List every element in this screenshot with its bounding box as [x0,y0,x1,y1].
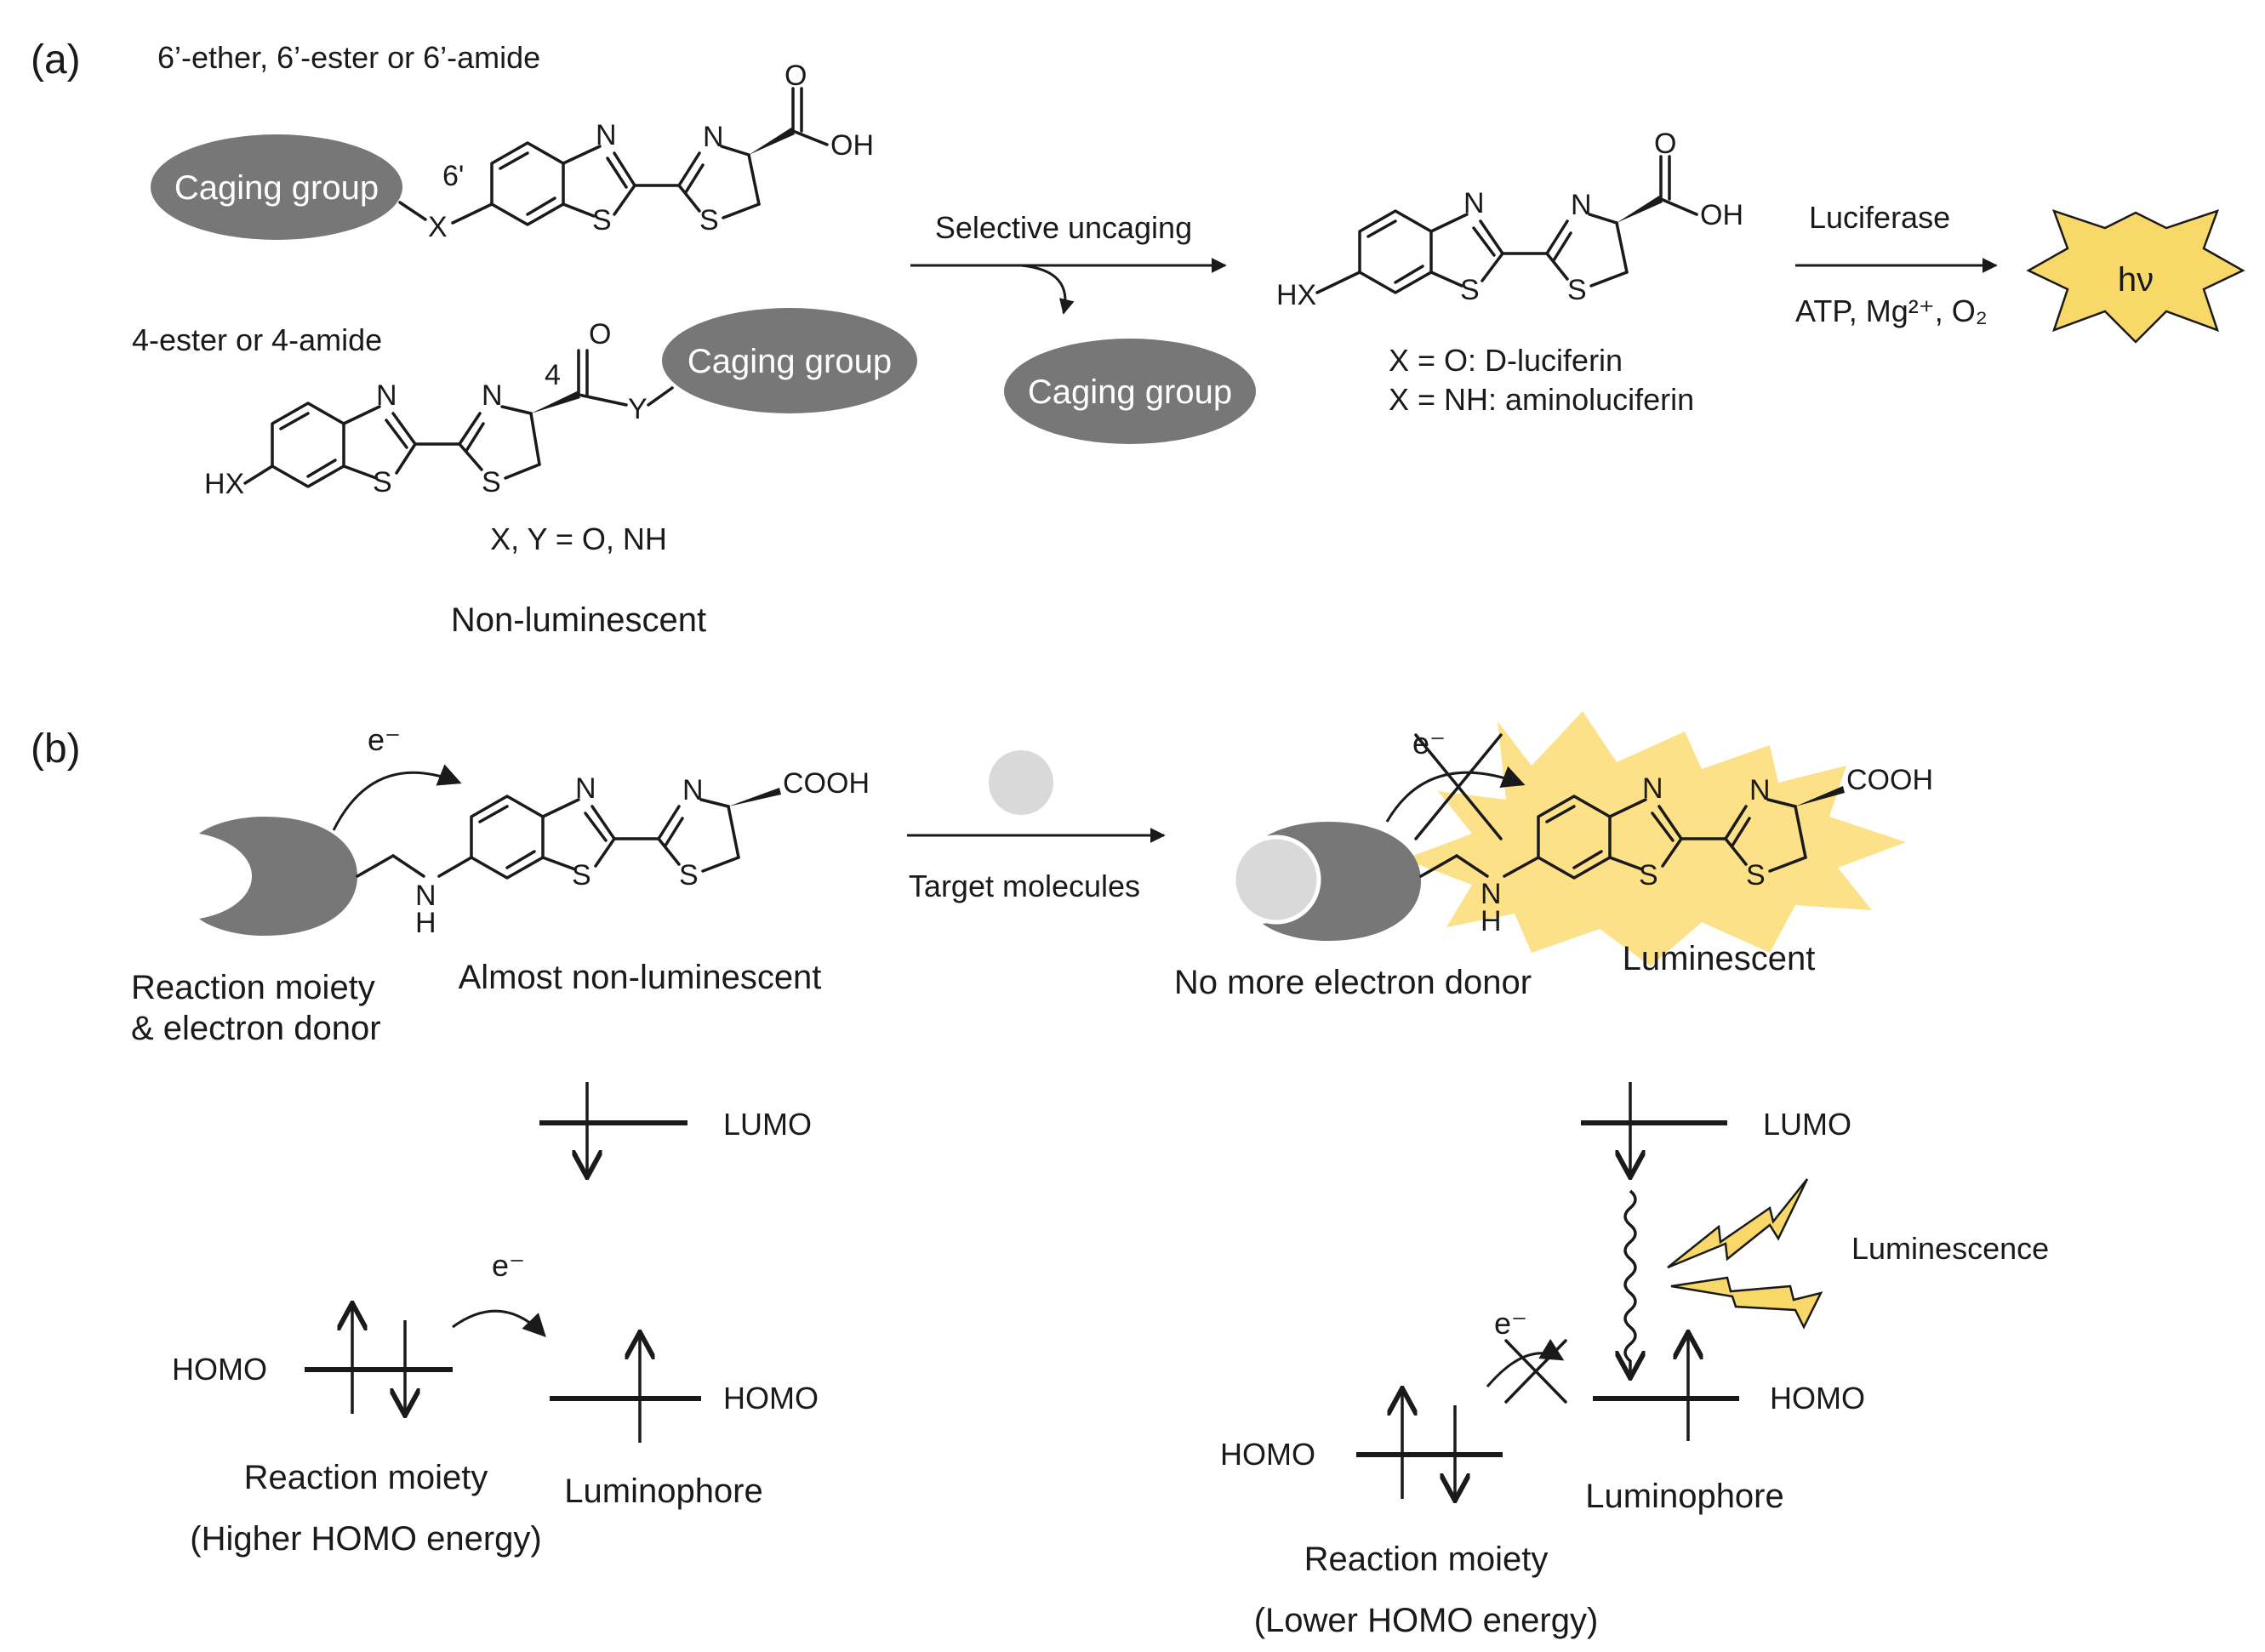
caged-luciferin-4-position: HX N S N S 4 O Y Caging group [204,308,917,500]
caged-luciferin-6-prime: Caging group 6' X N S N S O OH [151,60,874,243]
luminescent-label: Luminescent [1623,940,1816,977]
ester-amide-caption: 4-ester or 4-amide [132,322,382,357]
atom-s: S [699,204,719,236]
reaction-moiety-label: Reaction moiety [244,1459,488,1496]
atom-o: O [589,318,611,350]
amine-h: H [415,907,436,939]
lower-homo-label: (Lower HOMO energy) [1254,1602,1599,1639]
atom-oh: OH [830,129,874,162]
electron-transfer-arrow [452,1309,546,1337]
atom-n: N [596,119,617,151]
electron-label: e⁻ [1412,726,1446,760]
atom-s: S [1460,274,1480,306]
atom-s: S [1639,859,1658,892]
atom-s: S [482,466,501,498]
blocked-electron-arrow [1385,766,1526,823]
lumo-label: LUMO [723,1107,812,1142]
atom-n: N [703,121,724,153]
luminescence-bolt [1670,1276,1823,1330]
caging-group-ellipse [151,134,402,240]
atom-n: N [682,774,704,806]
reaction-moiety-shape [199,817,357,936]
atom-s: S [592,204,612,236]
released-caging-group-ellipse [1004,339,1256,444]
panel-a-label: (a) [31,37,81,83]
electron-transfer-arrow [332,764,462,831]
luciferase-label: Luciferase [1809,200,1950,235]
electron-label: e⁻ [1494,1306,1527,1341]
blocked-electron-arrow [1486,1338,1565,1387]
reaction-moiety-label: Reaction moiety [1304,1541,1549,1578]
atom-x: X [428,211,448,243]
homo-label: HOMO [172,1352,267,1387]
non-luminescent-label: Non-luminescent [451,601,706,639]
caging-group-label: Caging group [687,343,892,380]
bound-target-circle [1231,835,1321,925]
atom-n: N [376,379,397,412]
luminescence-label: Luminescence [1851,1231,2049,1266]
position-6-prime-label: 6' [442,160,464,192]
higher-homo-label: (Higher HOMO energy) [190,1520,541,1558]
atom-n: N [1642,772,1663,805]
atom-oh: OH [1700,199,1743,231]
amine-n: N [415,880,436,912]
blocked-cross-line [1504,1339,1567,1404]
amine-n: N [1481,878,1502,910]
position-4-label: 4 [545,359,561,391]
no-more-donor-label: No more electron donor [1174,964,1532,1001]
atom-n: N [1749,774,1771,806]
amine-h: H [1481,905,1502,937]
electron-label: e⁻ [492,1248,525,1283]
atom-n: N [575,772,596,805]
caging-group-ellipse [662,308,917,413]
target-molecules-label: Target molecules [909,869,1140,903]
atom-o: O [784,60,807,92]
cofactors-label: ATP, Mg²⁺, O₂ [1795,293,1988,328]
lumo-label: LUMO [1763,1107,1851,1142]
homo-label: HOMO [1770,1381,1865,1416]
luminophore-label: Luminophore [564,1473,763,1510]
reaction-moiety-label: Reaction moiety [131,969,375,1006]
luminescent-glow [1404,711,1906,966]
atom-n: N [1463,187,1485,219]
selective-uncaging-label: Selective uncaging [935,210,1192,245]
atom-s: S [1567,274,1587,306]
atom-hx: HX [204,468,244,500]
almost-non-luminescent-label: Almost non-luminescent [459,959,822,996]
atom-s: S [373,466,392,498]
released-caging-group-label: Caging group [1028,373,1232,411]
cooh-label: COOH [783,767,870,800]
blocked-cross-line [1414,733,1503,840]
panel-b-label: (b) [31,726,81,772]
atom-s: S [572,859,591,892]
relaxation-wavy-arrow [1625,1189,1635,1378]
atom-n: N [1571,189,1592,221]
caging-group-label: Caging group [174,169,379,207]
atom-n: N [482,379,503,412]
product-d-luciferin: X = O: D-luciferin [1389,343,1623,378]
homo-label: HOMO [1220,1437,1315,1472]
atom-o: O [1654,128,1676,160]
atom-hx: HX [1276,279,1316,311]
light-burst [2026,208,2245,344]
electron-label: e⁻ [368,722,401,757]
atom-s: S [679,859,699,892]
ether-ester-amide-caption: 6’-ether, 6’-ester or 6’-amide [157,40,540,75]
atom-y: Y [628,393,648,425]
release-arrow [1020,264,1075,315]
target-molecule-circle [989,750,1053,815]
product-aminoluciferin: X = NH: aminoluciferin [1389,382,1694,417]
luminescence-bolt [1667,1178,1809,1269]
hv-label: hν [2118,261,2154,299]
cooh-label: COOH [1846,764,1933,796]
electron-donor-label: & electron donor [131,1010,381,1047]
free-luciferin: HX N S N S O OH [1276,128,1743,311]
xy-definition: X, Y = O, NH [490,521,667,556]
homo-label: HOMO [723,1381,819,1416]
atom-s: S [1746,859,1766,892]
luminophore-label: Luminophore [1585,1478,1784,1515]
